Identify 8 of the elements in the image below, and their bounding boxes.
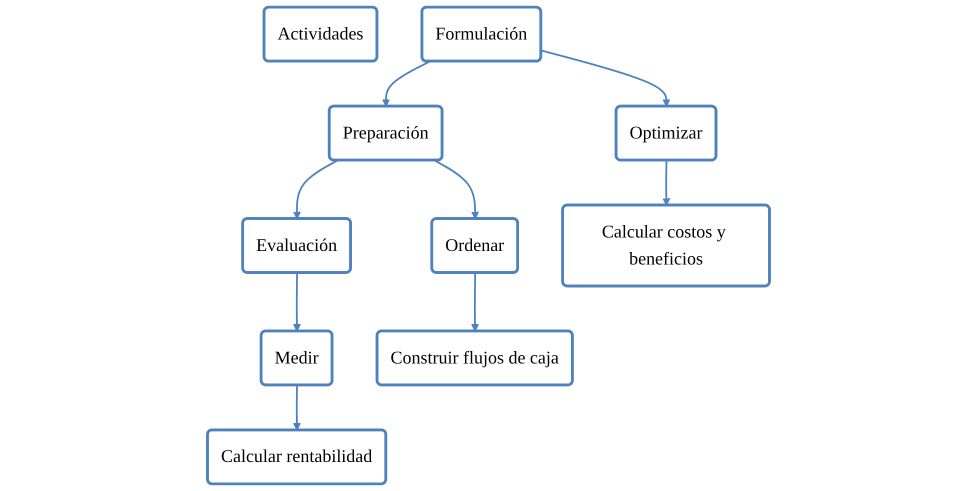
arrow (292, 385, 300, 431)
arrow (434, 160, 479, 220)
arrow (470, 272, 478, 332)
arrow (540, 50, 670, 107)
arrow (662, 160, 670, 206)
arrow (382, 60, 430, 107)
arrow (292, 272, 300, 332)
arrow (292, 160, 338, 220)
